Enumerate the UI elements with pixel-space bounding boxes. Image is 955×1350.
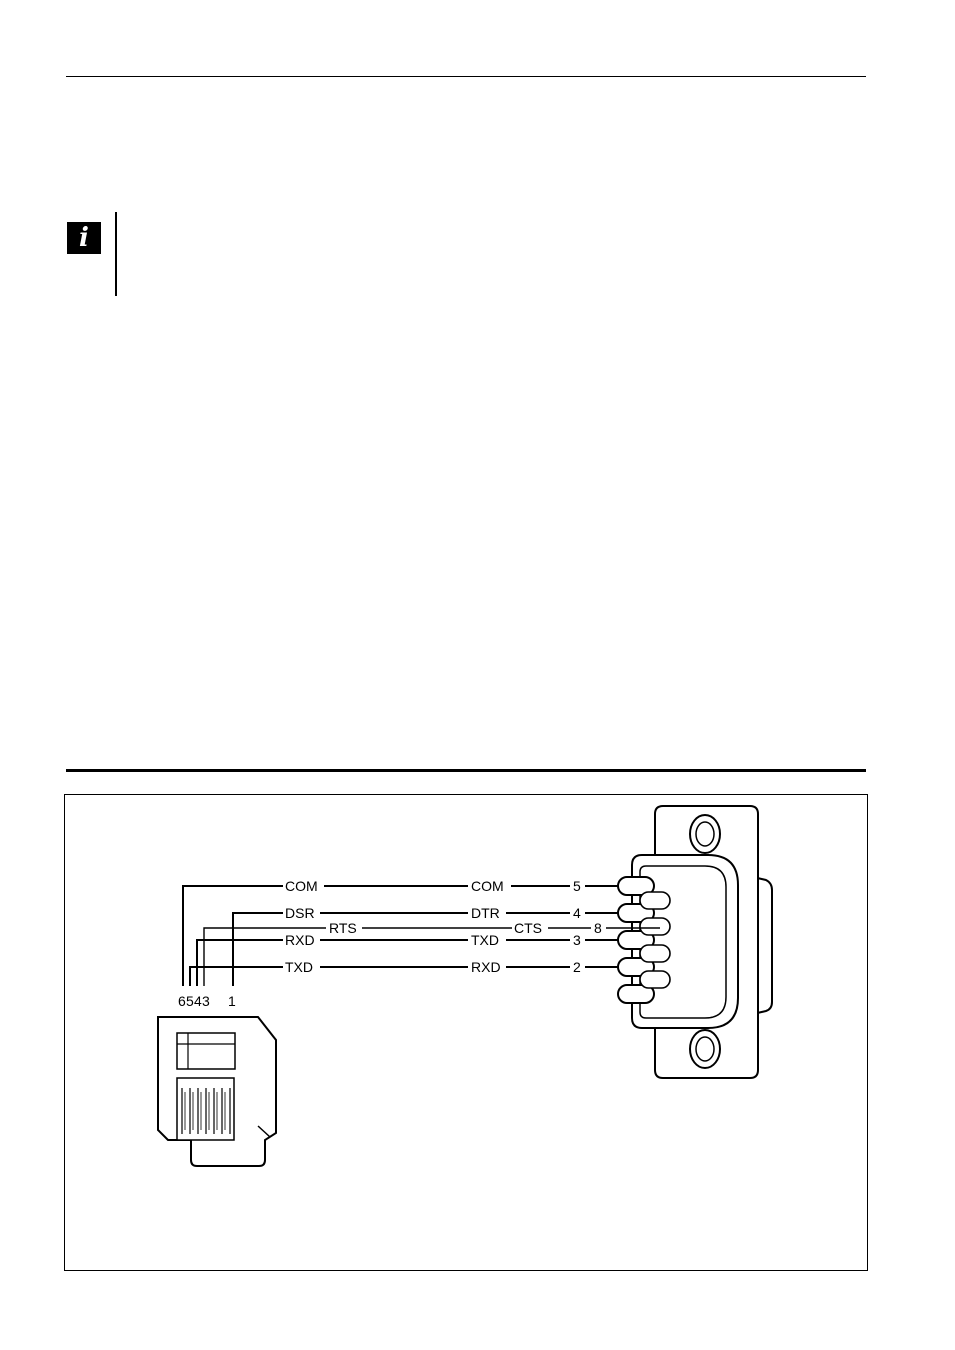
db9-signal-dtr: DTR [471, 905, 500, 921]
rj-pin-3: 3 [202, 993, 210, 1009]
rj-pin-5: 5 [186, 993, 194, 1009]
figure-frame [64, 794, 868, 1271]
db9-signal-txd: TXD [471, 932, 499, 948]
section-rule [66, 769, 866, 772]
rj-pin-1: 1 [228, 993, 236, 1009]
header-rule [66, 76, 866, 77]
db9-pin-row-right [639, 891, 671, 989]
rj-label-rxd: RXD [285, 932, 315, 948]
db9-signal-rxd: RXD [471, 959, 501, 975]
loop-label-rts: RTS [329, 920, 357, 936]
rj-label-txd: TXD [285, 959, 313, 975]
loop-label-cts: CTS [514, 920, 542, 936]
wire-com [182, 885, 625, 986]
note-margin-bar [115, 212, 117, 296]
db9-pin-2: 2 [573, 959, 581, 975]
rj-label-com: COM [285, 878, 318, 894]
db9-signal-com: COM [471, 878, 504, 894]
db9-pin-8: 8 [594, 920, 602, 936]
wire-txd-rxd [189, 966, 625, 986]
rj-connector [157, 1016, 277, 1167]
info-icon: i [67, 222, 101, 254]
db9-pin-3: 3 [573, 932, 581, 948]
db9-pin-4: 4 [573, 905, 581, 921]
rj-pin-6: 6 [178, 993, 186, 1009]
rj-label-dsr: DSR [285, 905, 315, 921]
wire-rts-cts [203, 927, 650, 986]
rj-pin-4: 4 [194, 993, 202, 1009]
wire-dsr-dtr [232, 912, 625, 986]
db9-pin-5: 5 [573, 878, 581, 894]
wire-rxd-txd [196, 939, 625, 986]
